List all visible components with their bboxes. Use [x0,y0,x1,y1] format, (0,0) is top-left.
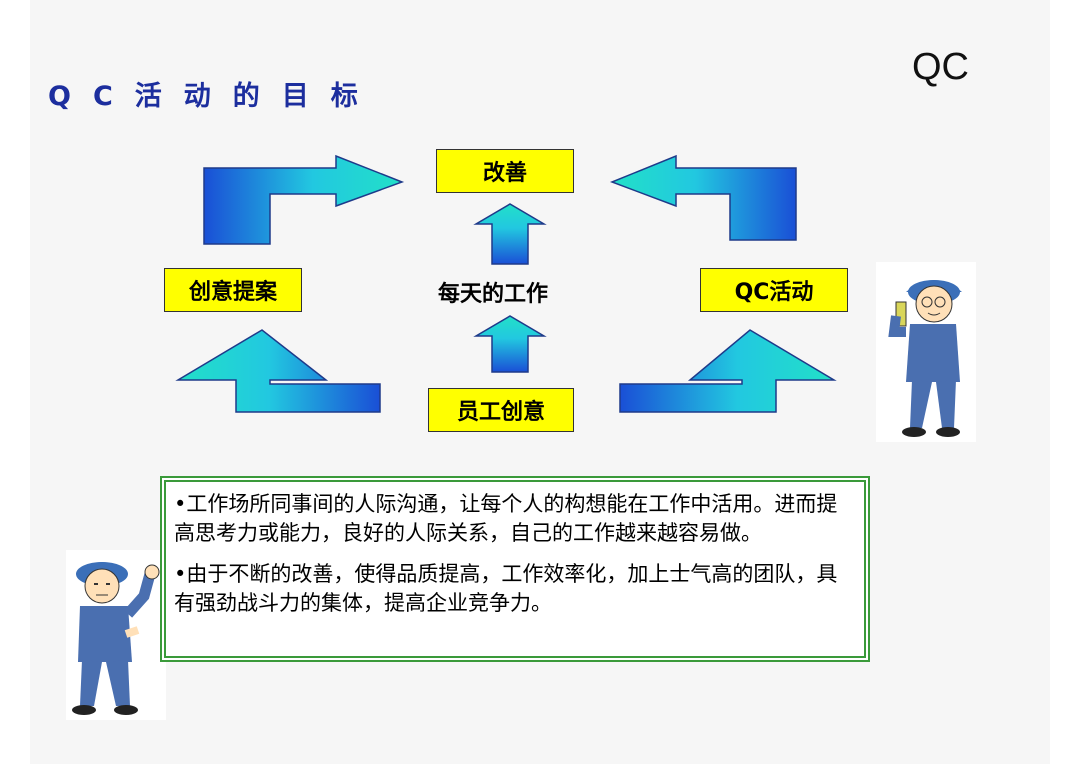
arrow-top-left [203,154,405,245]
arrow-bottom-right [619,329,837,413]
label-daily-work: 每天的工作 [438,282,549,307]
box-idea-proposal: 创意提案 [164,268,302,312]
box-improvement: 改善 [436,149,574,193]
box-qc-activity: QC活动 [700,268,848,312]
arrow-center-upper [473,203,547,265]
arrow-center-lower [473,315,547,373]
arrow-top-right [609,154,797,241]
arrow-bottom-left [175,329,381,413]
page-title: QC活动的目标 [48,81,380,112]
corner-label: QC [912,46,969,88]
box-employee-ideas: 员工创意 [428,388,574,432]
description-box: •工作场所同事间的人际沟通，让每个人的构想能在工作中活用。进而提高思考力或能力，… [160,476,870,662]
paragraph-communication: •工作场所同事间的人际沟通，让每个人的构想能在工作中活用。进而提高思考力或能力，… [174,492,838,545]
worker-holding-tool-icon [876,262,976,442]
paragraph-improvement: •由于不断的改善，使得品质提高，工作效率化，加上士气高的团队，具有强劲战斗力的集… [174,562,838,615]
worker-waving-icon [66,550,166,720]
